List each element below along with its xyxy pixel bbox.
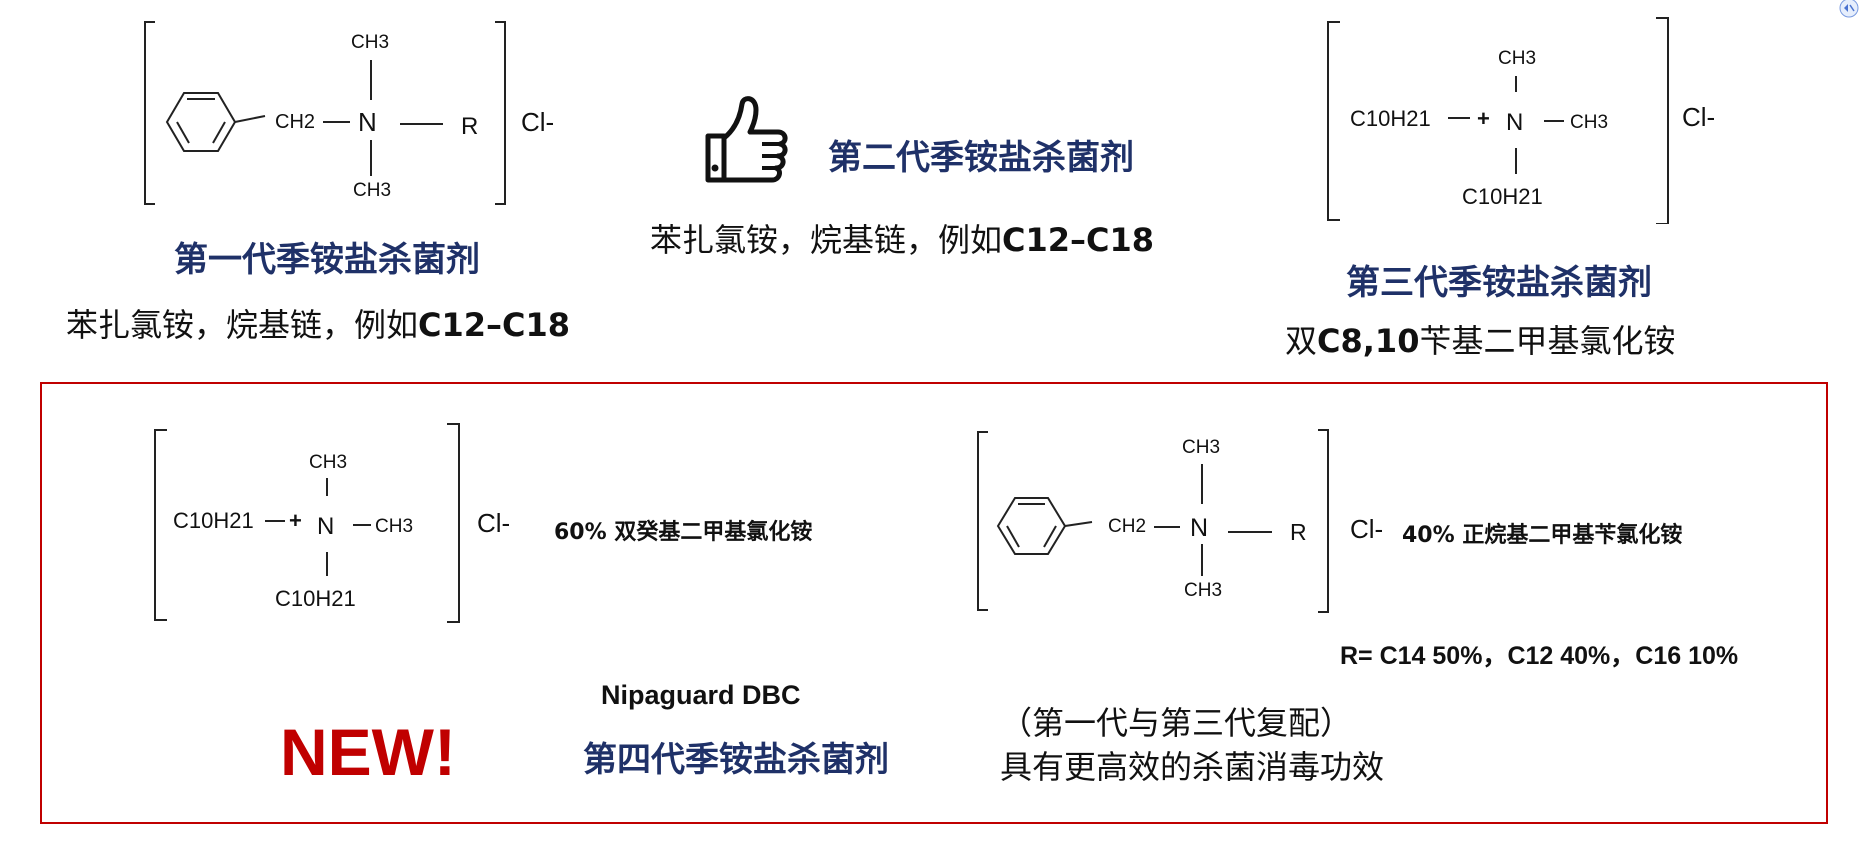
gen4-note-line1: （第一代与第三代复配）: [1000, 704, 1353, 742]
gen1-cl: Cl-: [521, 107, 554, 137]
gen1-ch3-bottom: CH3: [353, 180, 391, 201]
gen3-ch3-right: CH3: [1570, 112, 1608, 133]
gen1-formula: CH2 N CH3 CH3 R Cl-: [135, 18, 575, 212]
gen3-desc-pre: 双: [1285, 322, 1318, 360]
gen2-description: 苯扎氯铵，烷基链，例如C12–C18: [650, 215, 1154, 261]
gen3-ch3-top: CH3: [1498, 48, 1536, 69]
gen1-r: R: [461, 113, 478, 140]
gen4-formula-a: CH3 C10H21 + N CH3 C10H21 Cl-: [145, 422, 545, 631]
gen4a-n: N: [317, 513, 334, 540]
gen1-desc-chain: C12–C18: [418, 306, 571, 344]
benzene-ring-icon: [996, 497, 1067, 555]
gen3-title: 第三代季铵盐杀菌剂: [1346, 263, 1652, 303]
gen4b-ch3-top: CH3: [1182, 437, 1220, 458]
gen3-cl: Cl-: [1682, 102, 1715, 132]
gen3-bottom: C10H21: [1462, 184, 1543, 209]
gen4b-n: N: [1190, 514, 1208, 542]
gen4-title: 第四代季铵盐杀菌剂: [583, 740, 889, 780]
gen3-plus: +: [1477, 106, 1490, 131]
gen2-title: 第二代季铵盐杀菌剂: [828, 138, 1134, 178]
gen4b-r: R: [1290, 519, 1307, 545]
gen4a-ch3-right: CH3: [375, 516, 413, 537]
gen4b-ch2: CH2: [1108, 516, 1146, 537]
gen3-desc-post: 苄基二甲基氯化铵: [1419, 322, 1676, 360]
gen3-formula: CH3 C10H21 + N CH3 C10H21 Cl-: [1320, 14, 1720, 228]
gen4a-ch3-top: CH3: [309, 452, 347, 473]
gen3-left: C10H21: [1350, 106, 1431, 131]
gen4b-ch3-bottom: CH3: [1184, 580, 1222, 601]
gen1-n: N: [358, 107, 377, 137]
new-label: NEW!: [280, 715, 456, 789]
gen1-ch2: CH2: [275, 111, 315, 133]
gen4a-plus: +: [289, 508, 302, 533]
gen2-desc-chain: C12–C18: [1002, 221, 1155, 259]
product-name: Nipaguard DBC: [601, 680, 801, 710]
gen4a-cl: Cl-: [477, 508, 510, 538]
gen4a-bottom: C10H21: [275, 586, 356, 611]
gen3-description: 双C8,10苄基二甲基氯化铵: [1285, 316, 1675, 362]
gen1-desc-cn: 苯扎氯铵，烷基链，例如: [66, 306, 419, 344]
thumbs-up-icon: [700, 92, 790, 188]
gen4-panel: [40, 382, 1828, 824]
r-composition: R= C14 50%，C12 40%，C16 10%: [1340, 642, 1739, 670]
gen4b-cl: Cl-: [1350, 514, 1383, 544]
gen2-desc-cn: 苯扎氯铵，烷基链，例如: [650, 221, 1003, 259]
gen4-formula-b: CH2 N CH3 CH3 R Cl-: [970, 428, 1390, 622]
gen3-desc-chain: C8,10: [1317, 322, 1420, 360]
corner-widget-icon[interactable]: [1838, 0, 1860, 20]
gen1-ch3-top: CH3: [351, 32, 389, 53]
gen3-n: N: [1506, 109, 1523, 136]
gen4-pct-b: 40% 正烷基二甲基苄氯化铵: [1402, 523, 1683, 548]
gen1-description: 苯扎氯铵，烷基链，例如C12–C18: [66, 300, 570, 346]
gen4a-left: C10H21: [173, 508, 254, 533]
gen4-pct-a: 60% 双癸基二甲基氯化铵: [554, 520, 813, 545]
gen1-title: 第一代季铵盐杀菌剂: [174, 240, 480, 280]
gen4-note-line2: 具有更高效的杀菌消毒功效: [1000, 748, 1385, 786]
benzene-ring-icon: [165, 92, 237, 152]
